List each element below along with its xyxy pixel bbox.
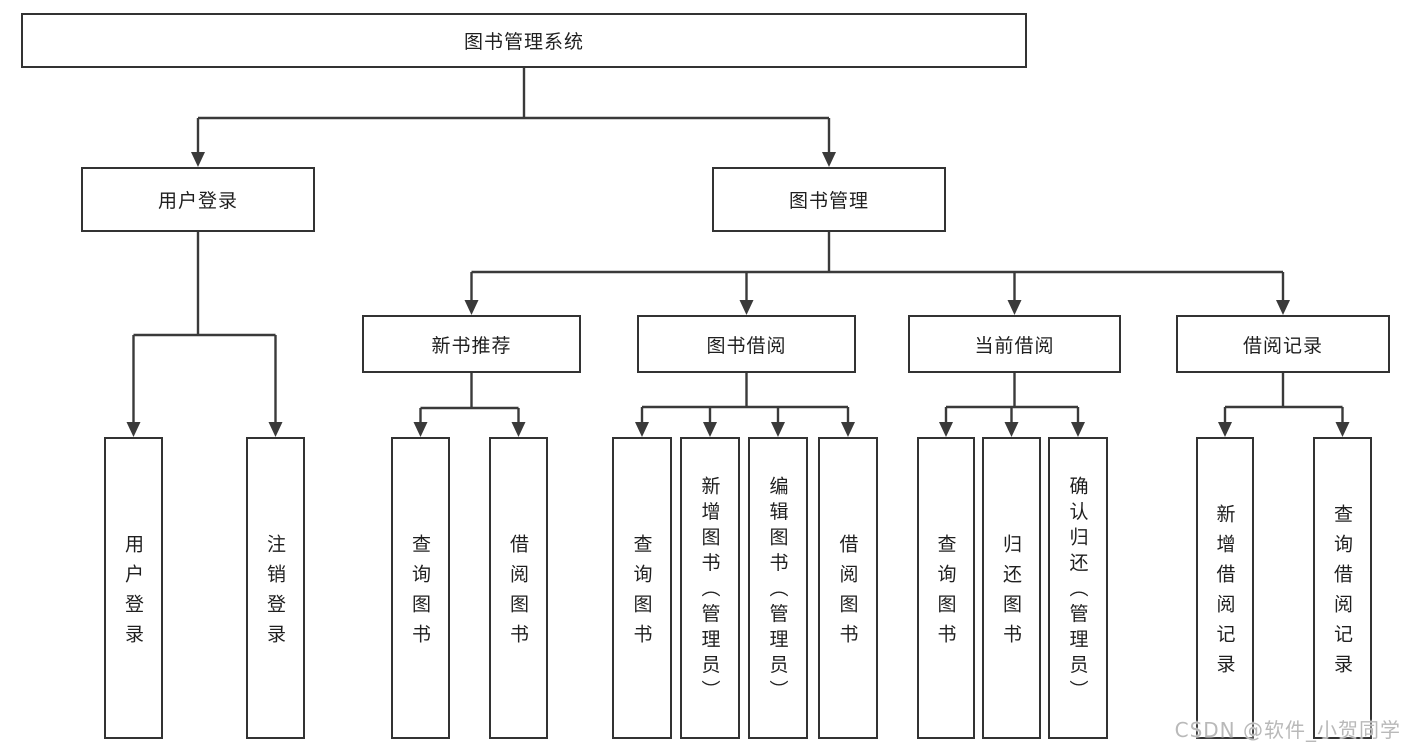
leaf-add-books-admin: 新增图书（管理员） — [680, 437, 740, 739]
node-label: 当前借阅 — [974, 334, 1055, 357]
arrowhead — [1071, 422, 1085, 437]
arrowhead — [939, 422, 953, 437]
node-label: 用户登录 — [157, 190, 238, 212]
node-label: 用户登录 — [122, 533, 144, 654]
arrowhead — [191, 152, 205, 167]
node-label: 新书推荐 — [431, 334, 512, 357]
arrowhead — [1004, 422, 1019, 437]
arrowhead — [511, 422, 526, 437]
node-label: 图书管理 — [788, 190, 869, 212]
node-user-login: 用户登录 — [81, 167, 315, 232]
arrowhead — [1007, 300, 1022, 315]
leaf-query-borrow-record: 查询借阅记录 — [1313, 437, 1372, 739]
arrowhead — [739, 300, 754, 315]
connector-new-books — [419, 373, 520, 423]
csdn-watermark: CSDN @软件_小贺同学 — [1174, 718, 1401, 742]
leaf-query-books-recommend: 查询图书 — [391, 437, 450, 739]
arrowhead — [822, 152, 836, 167]
node-label: 确认归还（管理员） — [1066, 476, 1089, 706]
arrowhead — [841, 422, 855, 437]
connector-current — [944, 373, 1080, 423]
arrowhead — [703, 422, 717, 437]
arrowhead — [464, 300, 479, 315]
node-label: 查询借阅记录 — [1331, 503, 1353, 684]
arrowhead — [126, 422, 141, 437]
node-label: 归还图书 — [1000, 533, 1022, 654]
node-label: 借阅图书 — [507, 533, 529, 654]
leaf-add-borrow-record: 新增借阅记录 — [1196, 437, 1254, 739]
leaf-return-books: 归还图书 — [982, 437, 1041, 739]
leaf-logout: 注销登录 — [246, 437, 305, 739]
arrowhead — [635, 422, 649, 437]
node-new-book-recommend: 新书推荐 — [362, 315, 581, 373]
node-borrowing-records: 借阅记录 — [1176, 315, 1390, 373]
leaf-confirm-return-admin: 确认归还（管理员） — [1048, 437, 1108, 739]
connector-user-login — [132, 232, 277, 423]
leaf-edit-books-admin: 编辑图书（管理员） — [748, 437, 808, 739]
connector-book-mgmt — [470, 232, 1285, 301]
arrowhead — [1335, 422, 1350, 437]
leaf-query-books-borrow: 查询图书 — [612, 437, 672, 739]
arrowhead — [268, 422, 283, 437]
node-label: 编辑图书（管理员） — [766, 476, 789, 706]
node-label: 图书管理系统 — [463, 31, 584, 53]
connector-borrow — [640, 373, 850, 423]
node-library-system: 图书管理系统 — [21, 13, 1027, 68]
arrowhead — [1218, 422, 1232, 437]
connector-records — [1223, 373, 1344, 423]
arrowhead — [413, 422, 428, 437]
leaf-query-books-current: 查询图书 — [917, 437, 975, 739]
node-label: 注销登录 — [264, 533, 286, 654]
node-book-borrowing: 图书借阅 — [637, 315, 856, 373]
node-label: 借阅记录 — [1242, 334, 1323, 357]
node-label: 新增借阅记录 — [1213, 503, 1236, 684]
arrowhead — [771, 422, 785, 437]
node-label: 借阅图书 — [836, 533, 859, 654]
leaf-user-login: 用户登录 — [104, 437, 163, 739]
node-label: 新增图书（管理员） — [698, 476, 721, 706]
node-book-management: 图书管理 — [712, 167, 946, 232]
node-label: 图书借阅 — [706, 334, 787, 357]
node-current-borrowing: 当前借阅 — [908, 315, 1121, 373]
arrowhead — [1276, 300, 1290, 315]
leaf-borrow-books: 借阅图书 — [818, 437, 878, 739]
leaf-borrow-books-recommend: 借阅图书 — [489, 437, 548, 739]
node-label: 查询图书 — [630, 533, 653, 654]
node-label: 查询图书 — [934, 533, 957, 654]
connector-root — [196, 68, 831, 153]
node-label: 查询图书 — [409, 533, 431, 654]
